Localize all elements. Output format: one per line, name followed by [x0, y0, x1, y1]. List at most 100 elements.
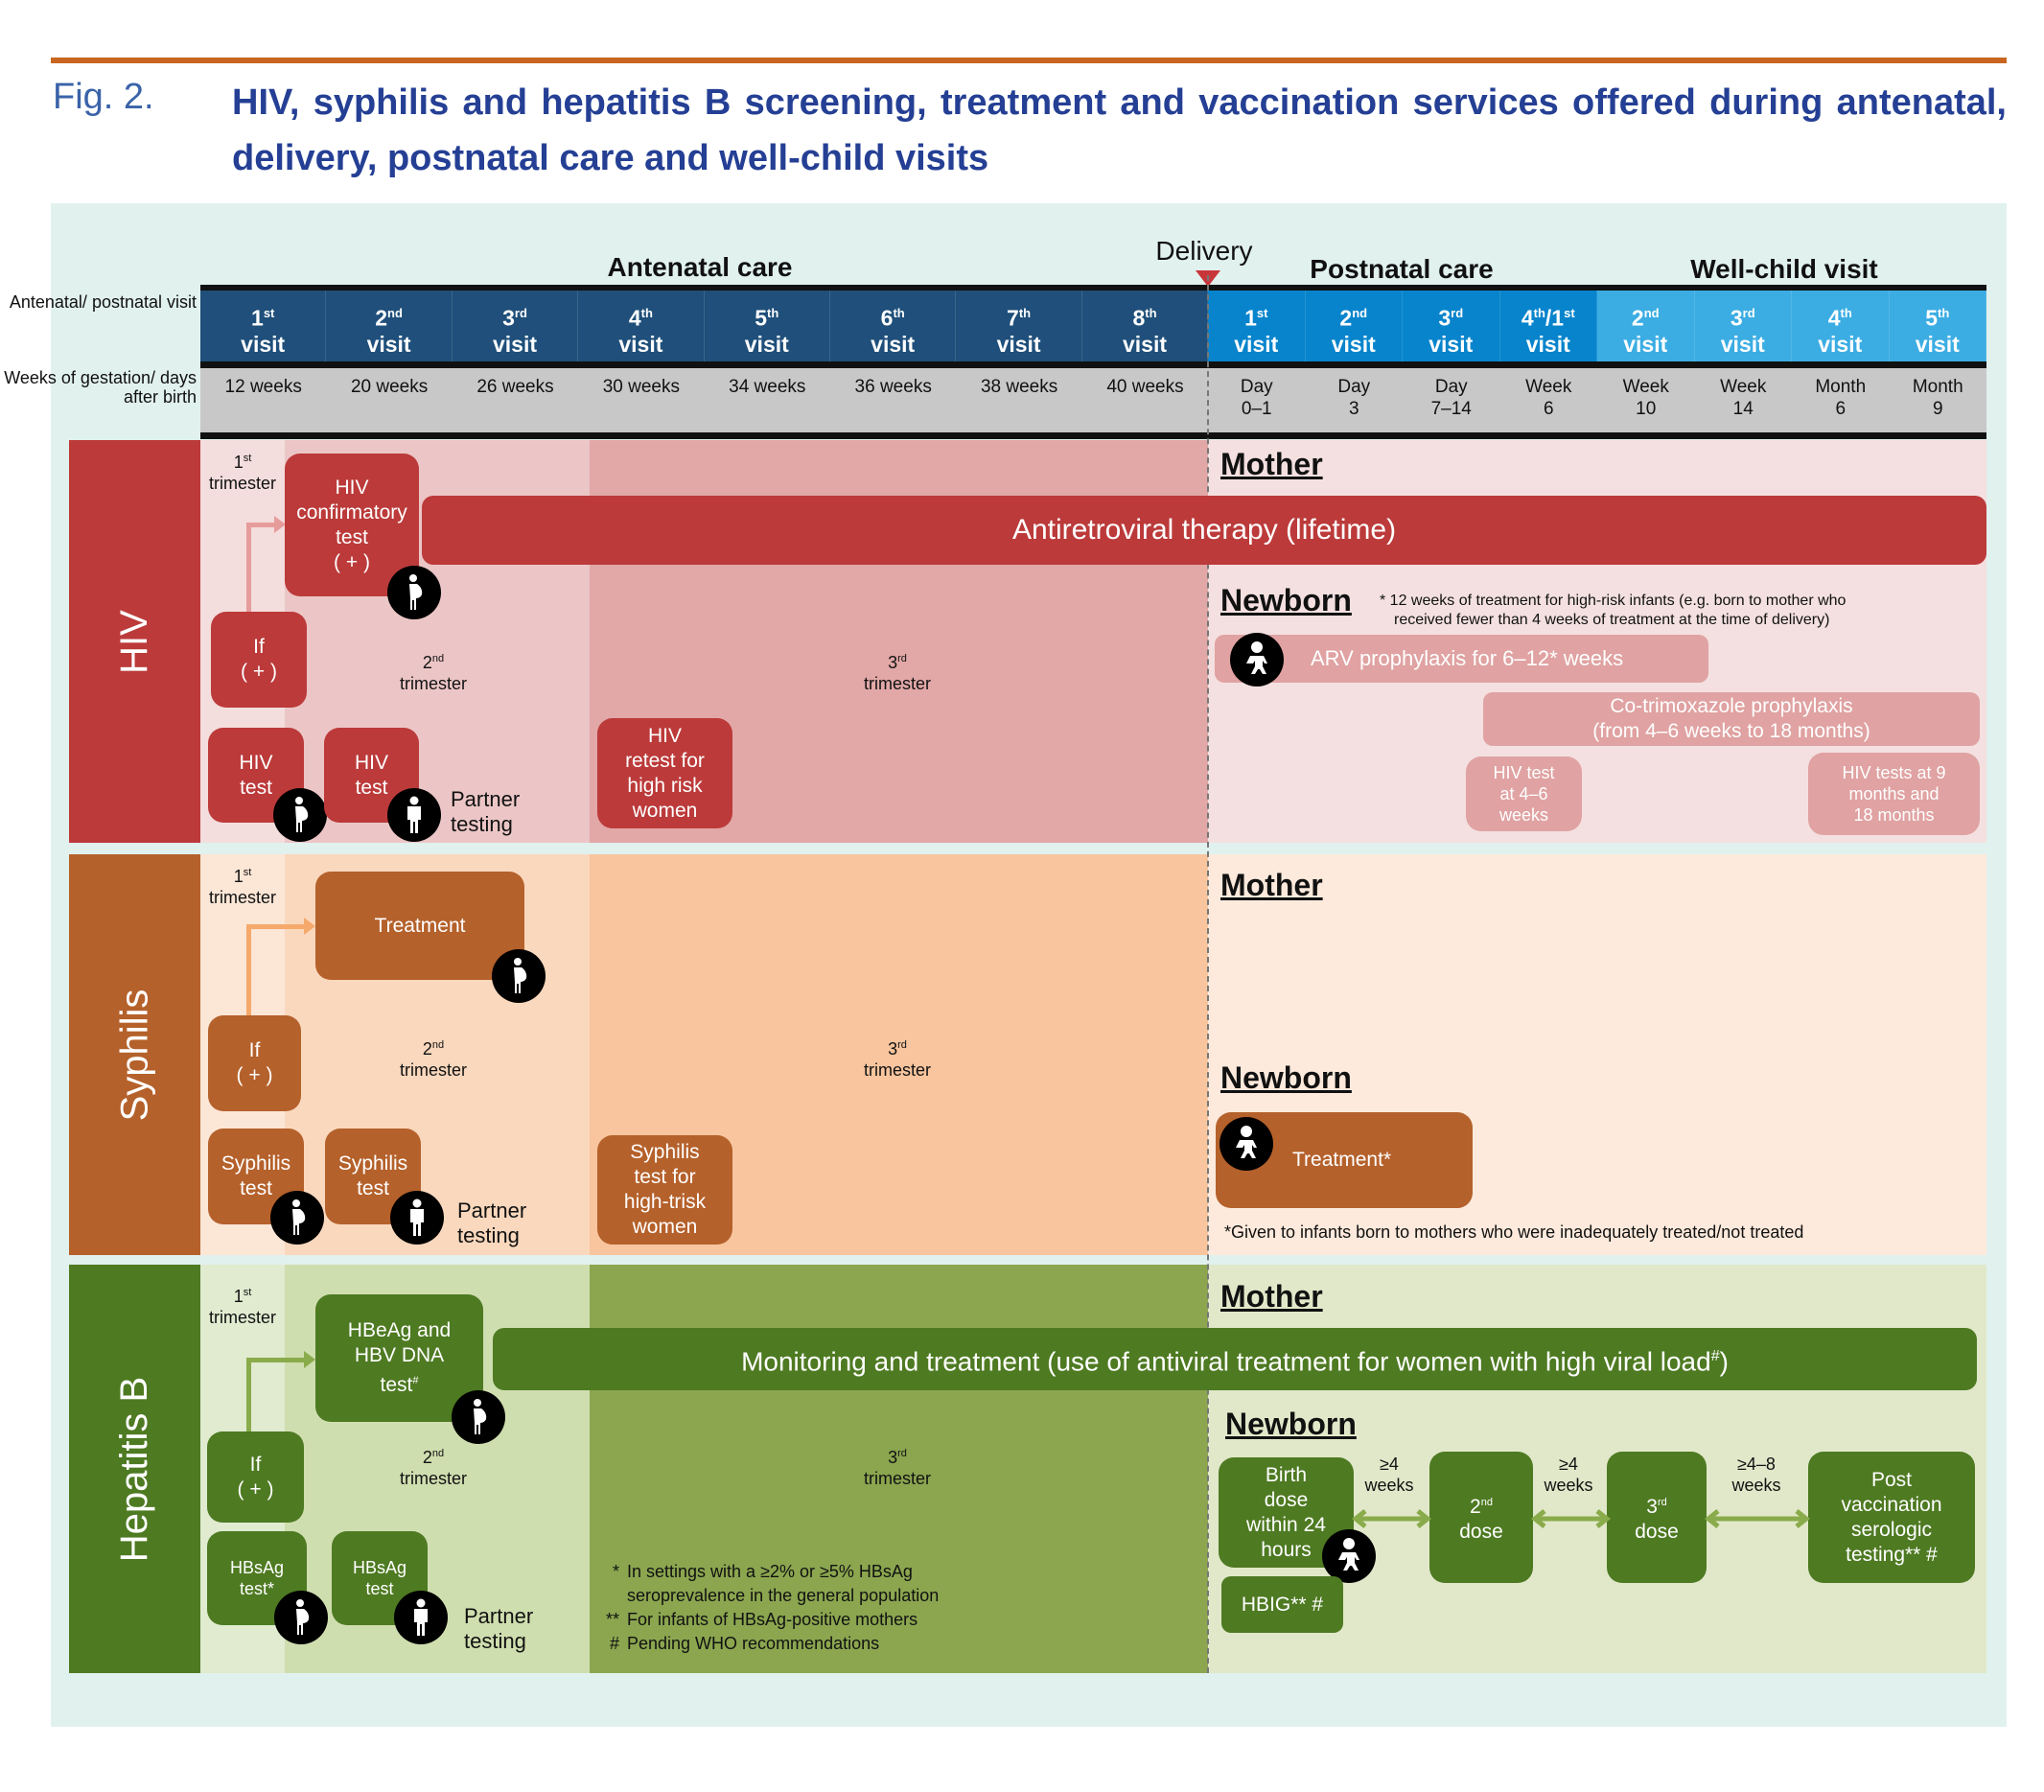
baby-icon — [1230, 633, 1284, 687]
divider — [200, 361, 1986, 368]
timing-cell: 34 weeks — [704, 368, 830, 432]
pregnant-woman-icon — [273, 788, 327, 842]
arv-footnote: * 12 weeks of treatment for high-risk in… — [1380, 593, 1847, 628]
footnote-line: **For infants of HBsAg-positive mothers — [605, 1610, 918, 1629]
mother-heading: Mother — [1220, 1279, 1323, 1314]
pregnant-woman-icon — [492, 949, 546, 1003]
interval-arrows — [1352, 1509, 1811, 1528]
arrowhead-icon — [274, 516, 286, 533]
timing-cell: 38 weeks — [956, 368, 1082, 432]
pregnant-woman-icon — [274, 1591, 328, 1644]
syphilis-label-text: Syphilis — [113, 989, 155, 1121]
syphilis-treatment-box: Treatment — [315, 872, 524, 980]
timing-cell: 26 weeks — [452, 368, 579, 432]
well-child-heading: Well-child visit — [1690, 254, 1878, 284]
delivery-heading: Delivery — [1155, 236, 1253, 266]
syphilis-newborn-note: *Given to infants born to mothers who we… — [1224, 1222, 1804, 1242]
figure-label: Fig. 2. — [53, 77, 154, 117]
man-icon — [394, 1591, 448, 1644]
syphilis-section-label: Syphilis — [69, 854, 200, 1255]
flow-arrow — [246, 924, 306, 929]
if-positive-box: If( + ) — [208, 1015, 301, 1111]
top-rule — [51, 58, 2007, 63]
newborn-heading: Newborn — [1220, 583, 1352, 617]
pregnant-woman-icon — [452, 1390, 505, 1444]
newborn-heading: Newborn — [1225, 1407, 1357, 1441]
cotrimoxazole-bar: Co-trimoxazole prophylaxis(from 4–6 week… — [1483, 692, 1980, 746]
timing-cell: 30 weeks — [578, 368, 705, 432]
postnatal-care-heading: Postnatal care — [1310, 254, 1494, 284]
baby-icon — [1322, 1529, 1376, 1583]
flow-arrow — [246, 1358, 306, 1362]
timing-cell: 12 weeks — [200, 368, 327, 432]
arrowhead-icon — [304, 918, 315, 935]
pregnant-woman-icon — [387, 566, 441, 619]
flow-arrow — [246, 1360, 251, 1432]
if-positive-box: If( + ) — [211, 612, 307, 708]
divider — [200, 285, 1986, 291]
timing-row-label: Weeks of gestation/ days after birth — [4, 368, 197, 407]
hiv-label-text: HIV — [113, 609, 155, 674]
flow-arrow — [246, 523, 277, 527]
mother-heading: Mother — [1220, 868, 1323, 902]
hiv-section-label: HIV — [69, 440, 200, 843]
newborn-heading: Newborn — [1220, 1060, 1352, 1095]
antenatal-care-heading: Antenatal care — [607, 252, 793, 282]
visit-row-label: Antenatal/ postnatal visit — [9, 292, 197, 312]
hepb-label-text: Hepatitis B — [113, 1376, 156, 1562]
man-icon — [387, 788, 441, 842]
hepb-footnotes: *In settings with a ≥2% or ≥5% HBsAg ser… — [602, 1560, 939, 1656]
figure-title: HIV, syphilis and hepatitis B screening,… — [232, 82, 2007, 178]
antiretroviral-therapy-bar: Antiretroviral therapy (lifetime) — [422, 496, 1986, 565]
footnote-line: *In settings with a ≥2% or ≥5% HBsAg — [612, 1562, 913, 1581]
arrowhead-icon — [304, 1351, 315, 1368]
mother-heading: Mother — [1220, 447, 1323, 481]
timing-cell: 20 weeks — [326, 368, 453, 432]
if-positive-box: If( + ) — [207, 1431, 304, 1523]
timing-cell: 36 weeks — [830, 368, 957, 432]
hepatitis-b-section-label: Hepatitis B — [69, 1265, 200, 1673]
hbig-box: HBIG** # — [1221, 1576, 1343, 1633]
flow-arrow — [246, 926, 251, 1016]
baby-icon — [1219, 1117, 1273, 1171]
footnote-line: #Pending WHO recommendations — [609, 1634, 880, 1653]
